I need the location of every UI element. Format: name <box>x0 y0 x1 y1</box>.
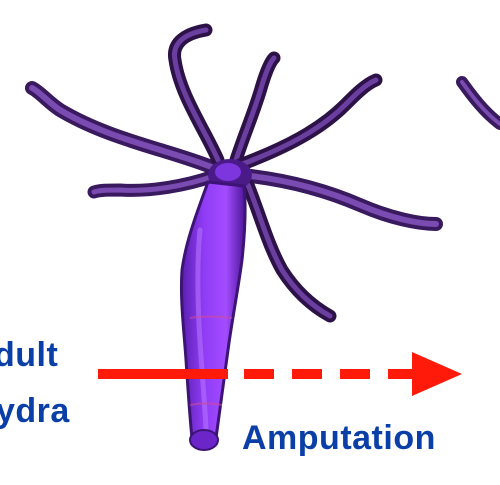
hydra-body <box>179 180 247 450</box>
label-amputation: Amputation <box>242 419 436 457</box>
label-adult: dult <box>0 336 59 374</box>
hydra-foot <box>189 429 219 451</box>
arrow-solid-segment <box>98 369 228 379</box>
arrow-dash-1 <box>244 369 274 379</box>
arrow-dash-4 <box>388 369 414 379</box>
arrow-dash-3 <box>340 369 370 379</box>
hydra-tentacles <box>25 23 443 323</box>
tentacle-top-left <box>168 23 225 167</box>
arrow-dash-2 <box>292 369 322 379</box>
arrow-head <box>412 352 462 396</box>
label-hydra: ydra <box>0 392 70 430</box>
tentacle-lower-right <box>241 178 337 323</box>
amputation-arrow <box>98 352 462 396</box>
